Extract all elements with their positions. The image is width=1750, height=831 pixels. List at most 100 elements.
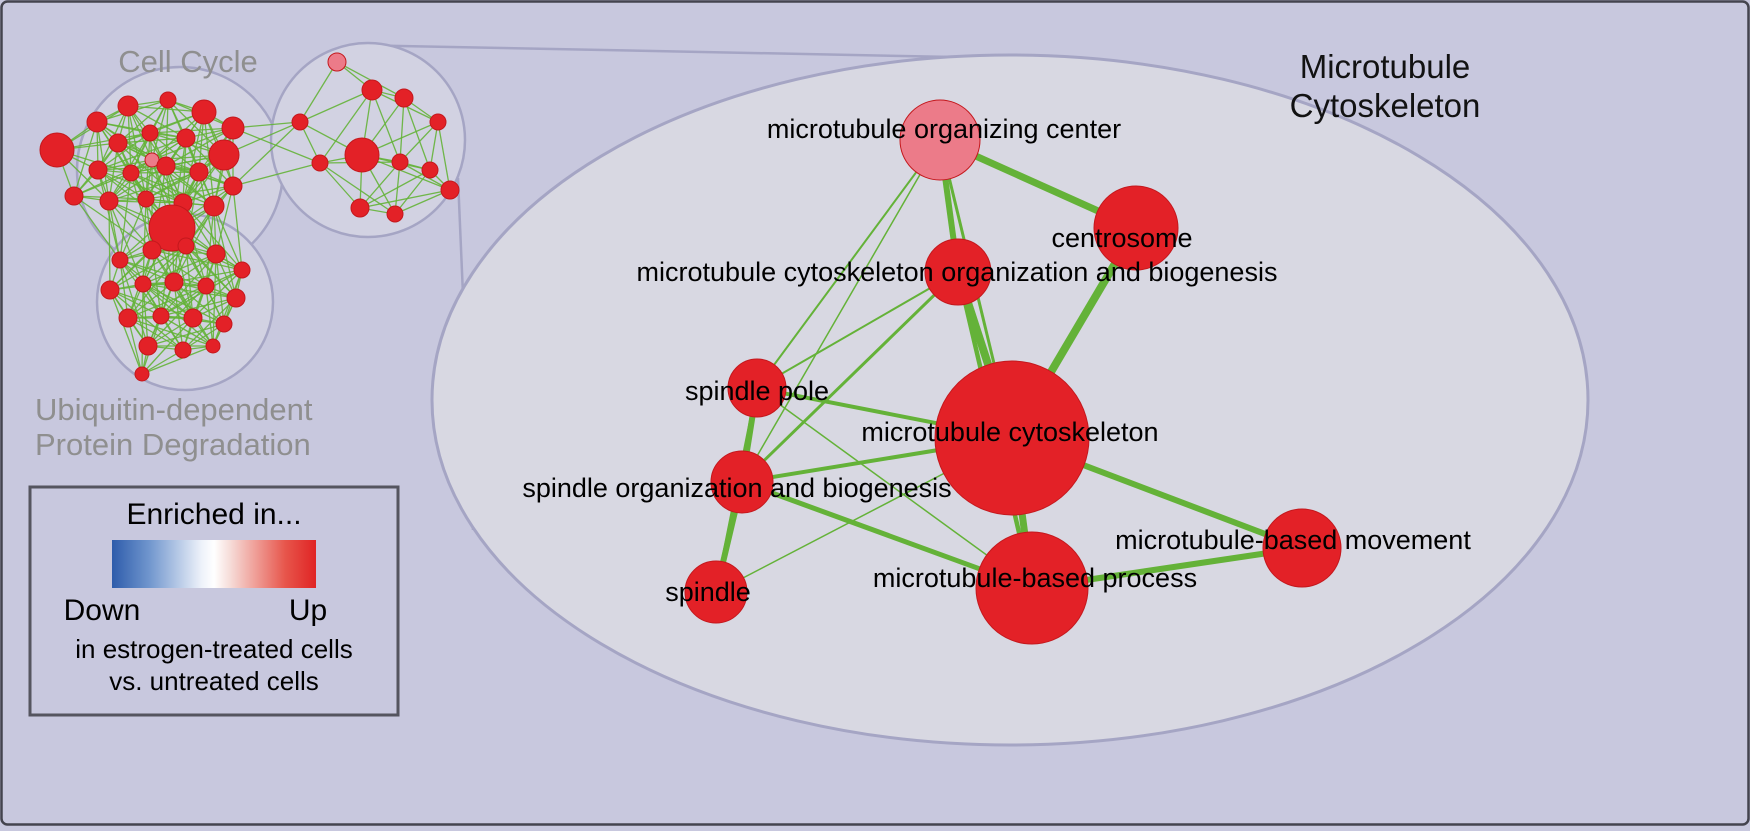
overview-edge (319, 162, 396, 215)
overview-edge (160, 315, 214, 347)
overview-edge (145, 171, 200, 200)
overview-node (206, 244, 226, 264)
overview-edge (173, 269, 243, 283)
overview-edge (108, 171, 200, 202)
overview-edge (96, 121, 147, 200)
overview-node (391, 153, 409, 171)
overview-edge (149, 132, 200, 173)
zoom-title-line1: Microtubule (1300, 48, 1471, 85)
zoom-node-label-moc: microtubule organizing center (767, 114, 1121, 144)
overview-edge (182, 202, 243, 271)
overview-node (386, 205, 404, 223)
overview-edge (147, 323, 225, 347)
overview-node (189, 162, 209, 182)
overview-node (156, 156, 176, 176)
overview-edge (73, 195, 121, 261)
overview-edge (232, 127, 321, 164)
zoom-node-label-mcob: microtubule cytoskeleton organization an… (637, 257, 1278, 287)
overview-edge (205, 205, 215, 287)
overview-node (137, 190, 155, 208)
zoom-node-mbp (975, 531, 1089, 645)
overview-node (327, 52, 347, 72)
legend-caption-line1: in estrogen-treated cells (75, 634, 352, 664)
overview-node (191, 99, 217, 125)
overview-node (108, 133, 128, 153)
overview-edge (97, 132, 151, 171)
overview-edge (97, 137, 187, 171)
ubiquitin-label-line2: Protein Degradation (35, 427, 311, 462)
overview-edge (185, 137, 234, 187)
zoom-node-spi (684, 560, 748, 624)
overview-edge (399, 121, 439, 163)
overview-edge (359, 161, 401, 209)
enrichment-gradient-bar (112, 540, 316, 588)
overview-edge (299, 61, 338, 123)
overview-edge (108, 200, 111, 291)
overview-edge (192, 269, 243, 319)
overview-node (291, 113, 309, 131)
overview-node (141, 124, 159, 142)
overview-node (134, 275, 152, 293)
overview-edge (73, 121, 98, 197)
overview-edge (108, 165, 167, 202)
overview-edge (108, 200, 121, 261)
overview-node (122, 164, 140, 182)
overview-node (394, 88, 414, 108)
overview-node (215, 315, 233, 333)
zoom-node-sp (727, 358, 787, 418)
overview-edge (142, 283, 237, 299)
zoom-node-label-mbp: microtubule-based process (873, 563, 1197, 593)
overview-edge (299, 89, 373, 123)
overview-node (197, 277, 215, 295)
overview-edge (319, 89, 373, 164)
overview-edge (109, 245, 187, 291)
overview-edge (73, 159, 153, 197)
magnification-line-1 (349, 43, 1006, 60)
overview-edge (160, 285, 207, 317)
overview-edge (119, 198, 147, 261)
zoom-node-label-spi: spindle (665, 577, 751, 607)
legend: Enriched in... Down Up in estrogen-treat… (28, 485, 400, 717)
overview-edge (215, 253, 225, 325)
legend-caption-line2: vs. untreated cells (109, 666, 319, 696)
overview-edge (215, 185, 234, 255)
overview-node (100, 280, 120, 300)
overview-node (183, 308, 203, 328)
overview-edge (437, 121, 451, 191)
overview-edge (213, 205, 243, 271)
overview-node (138, 336, 158, 356)
overview-edge (212, 269, 243, 347)
zoom-node-mcob (924, 238, 992, 306)
overview-node (208, 139, 240, 171)
overview-node (223, 176, 243, 196)
overview-edge (232, 121, 301, 187)
overview-node (159, 91, 177, 109)
overview-edge (127, 245, 187, 319)
overview-edge (165, 127, 234, 167)
cell-cycle-label: Cell Cycle (118, 44, 258, 79)
zoom-edge-mcob-sob (740, 270, 960, 484)
zoom-node-label-cen: centrosome (1051, 223, 1192, 253)
legend-box (28, 485, 400, 717)
overview-edge (359, 169, 431, 209)
legend-title: Enriched in... (126, 498, 301, 531)
zoom-network-labels: microtubule organizing center centrosome m… (522, 114, 1471, 607)
overview-edge (205, 285, 214, 347)
overview-node (203, 195, 225, 217)
zoom-edge-sp-mbp (756, 387, 1033, 589)
zoom-node-cen (1093, 185, 1179, 271)
overview-node (311, 154, 329, 172)
overview-node (174, 341, 192, 359)
zoom-edge-moc-sp (756, 139, 941, 389)
overview-edge (232, 185, 243, 271)
zoom-edge-moc-sob (741, 139, 941, 483)
overview-edge (399, 97, 405, 163)
ubiquitin-label-line1: Ubiquitin-dependent (35, 392, 313, 427)
overview-edge (319, 162, 361, 209)
overview-node (142, 240, 162, 260)
zoom-node-label-sp: spindle pole (685, 376, 829, 406)
overview-edge (109, 289, 162, 317)
overview-edge (127, 281, 175, 319)
zoom-network-nodes (684, 99, 1342, 645)
overview-node (177, 237, 195, 255)
